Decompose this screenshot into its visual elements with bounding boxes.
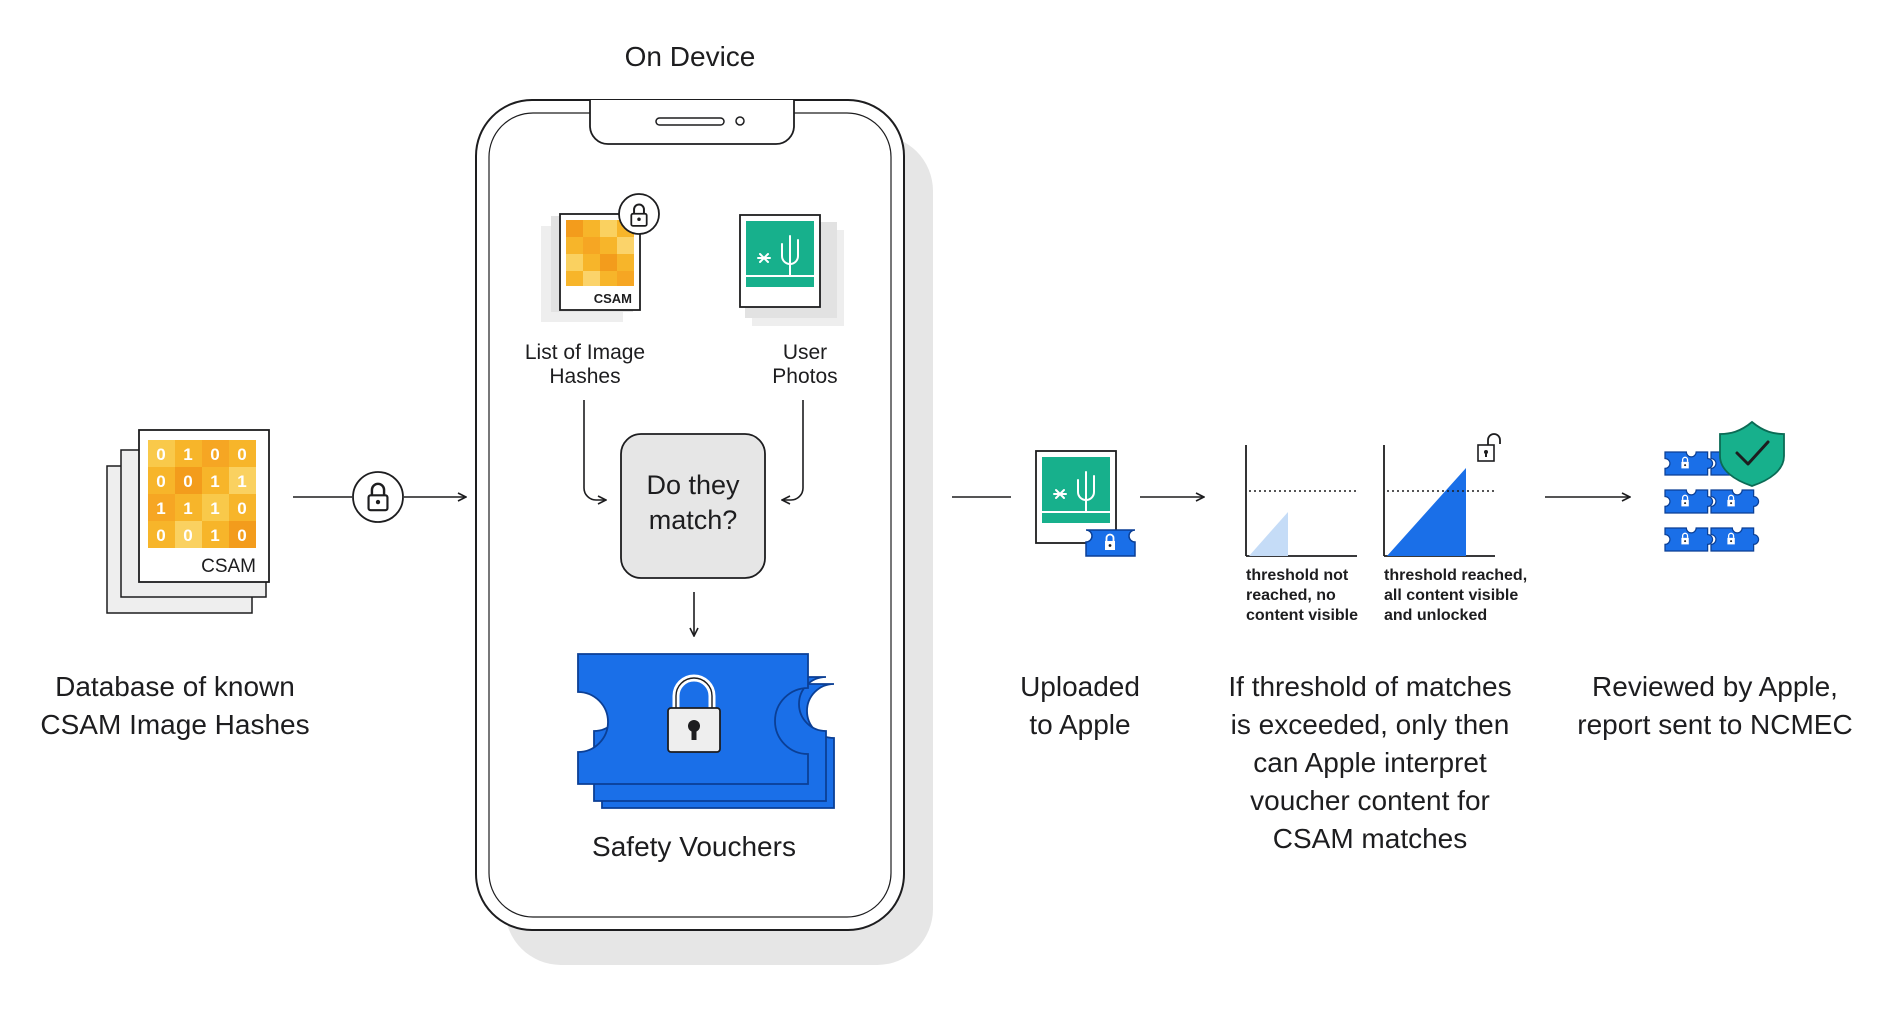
hash-card-label: CSAM — [594, 291, 632, 306]
hash-digit: 1 — [156, 499, 165, 518]
database-label: Database of known CSAM Image Hashes — [40, 671, 310, 740]
user-photos-label: User Photos — [772, 341, 838, 388]
vouchers-label: Safety Vouchers — [592, 831, 796, 862]
puzzle-icon — [1664, 527, 1714, 552]
hash-digit: 0 — [156, 526, 165, 545]
hash-digit: 0 — [183, 472, 192, 491]
puzzle-icon — [1664, 451, 1714, 476]
hash-digit: 1 — [183, 445, 192, 464]
threshold-not-reached-caption: threshold not reached, no content visibl… — [1246, 567, 1359, 624]
upload-label: Uploaded to Apple — [1020, 671, 1140, 740]
cactus-photo-icon — [745, 235, 815, 277]
database-to-device-arrow — [293, 471, 466, 523]
hash-digit: 0 — [210, 445, 219, 464]
uploaded-photo-icon — [1035, 450, 1136, 557]
hash-digit: 1 — [210, 526, 219, 545]
shield-check-icon — [1719, 420, 1785, 487]
threshold-not-reached-chart — [1245, 445, 1357, 557]
ticket-icon — [1085, 529, 1136, 557]
match-question: Do they match? — [646, 470, 740, 535]
cactus-photo-icon — [1041, 471, 1111, 513]
photos-to-match-connector — [782, 400, 804, 500]
hash-digit: 1 — [183, 499, 192, 518]
image-hash-list-icon: CSAM — [541, 193, 660, 322]
puzzle-icon — [1710, 527, 1760, 552]
hash-digit: 0 — [183, 526, 192, 545]
database-hash-grid: 0 1 0 0 0 0 1 1 1 1 1 0 0 0 1 0 — [148, 440, 256, 548]
match-decision-box — [620, 433, 766, 579]
hash-digit: 0 — [237, 526, 246, 545]
threshold-reached-chart — [1383, 433, 1501, 557]
review-label: Reviewed by Apple, report sent to NCMEC — [1577, 671, 1853, 740]
database-card-stack: 0 1 0 0 0 0 1 1 1 1 1 0 0 0 1 0 CSAM — [106, 429, 270, 614]
voucher-lock-icon — [667, 674, 721, 753]
hash-digit: 1 — [210, 499, 219, 518]
unlock-icon — [1477, 433, 1501, 462]
hash-digit: 0 — [237, 445, 246, 464]
hashes-to-match-connector — [583, 400, 606, 500]
threshold-main-label: If threshold of matches is exceeded, onl… — [1228, 671, 1512, 854]
hash-digit: 0 — [237, 499, 246, 518]
hash-digit: 0 — [156, 445, 165, 464]
hash-digit: 0 — [156, 472, 165, 491]
on-device-title: On Device — [624, 41, 756, 72]
puzzle-icon — [1664, 489, 1714, 514]
database-card-label: CSAM — [201, 556, 256, 577]
user-photos-icon — [739, 214, 844, 326]
hash-digit: 1 — [237, 472, 246, 491]
puzzle-icon — [1710, 489, 1760, 514]
threshold-reached-caption: threshold reached, all content visible a… — [1384, 567, 1528, 624]
safety-voucher-stack — [577, 653, 835, 809]
hash-list-label: List of Image Hashes — [524, 341, 646, 388]
hash-digit: 1 — [210, 472, 219, 491]
